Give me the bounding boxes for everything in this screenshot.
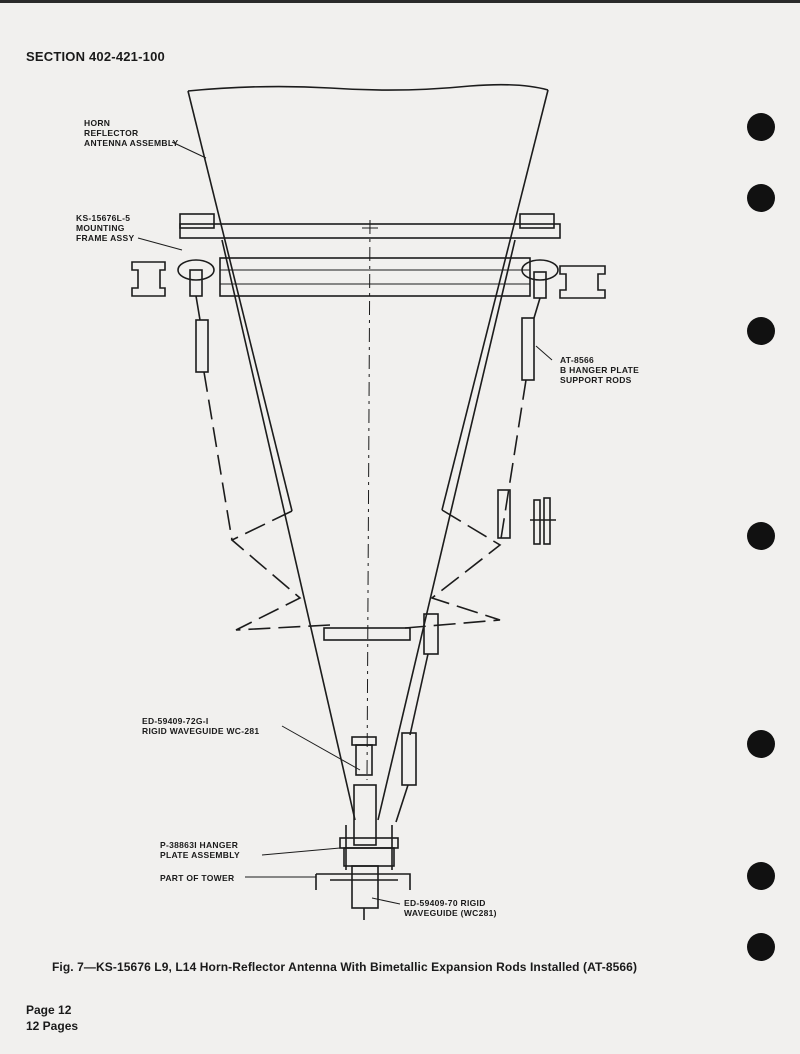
binder-hole — [747, 862, 775, 890]
horn-reflector-label: HORN REFLECTOR ANTENNA ASSEMBLY — [84, 118, 179, 148]
rigid-waveguide-label: ED-59409-72G-I RIGID WAVEGUIDE WC-281 — [142, 716, 260, 736]
page-count: 12 Pages — [26, 1019, 79, 1033]
section-header: SECTION 402-421-100 — [26, 49, 165, 64]
binder-hole — [747, 933, 775, 961]
binder-hole — [747, 113, 775, 141]
binder-hole — [747, 317, 775, 345]
binder-hole — [747, 184, 775, 212]
mounting-frame-label: KS-15676L-5 MOUNTING FRAME ASSY — [76, 213, 135, 243]
page-top-edge — [0, 0, 800, 3]
page-number: Page 12 — [26, 1003, 72, 1017]
binder-hole — [747, 730, 775, 758]
rigid-waveguide-bottom-label: ED-59409-70 RIGID WAVEGUIDE (WC281) — [404, 898, 497, 918]
hanger-plate-label: P-38863I HANGER PLATE ASSEMBLY — [160, 840, 240, 860]
tower-label: PART OF TOWER — [160, 873, 235, 883]
support-rods-label: AT-8566 B HANGER PLATE SUPPORT RODS — [560, 355, 640, 385]
binder-hole — [747, 522, 775, 550]
figure-caption: Fig. 7—KS-15676 L9, L14 Horn-Reflector A… — [52, 960, 638, 974]
